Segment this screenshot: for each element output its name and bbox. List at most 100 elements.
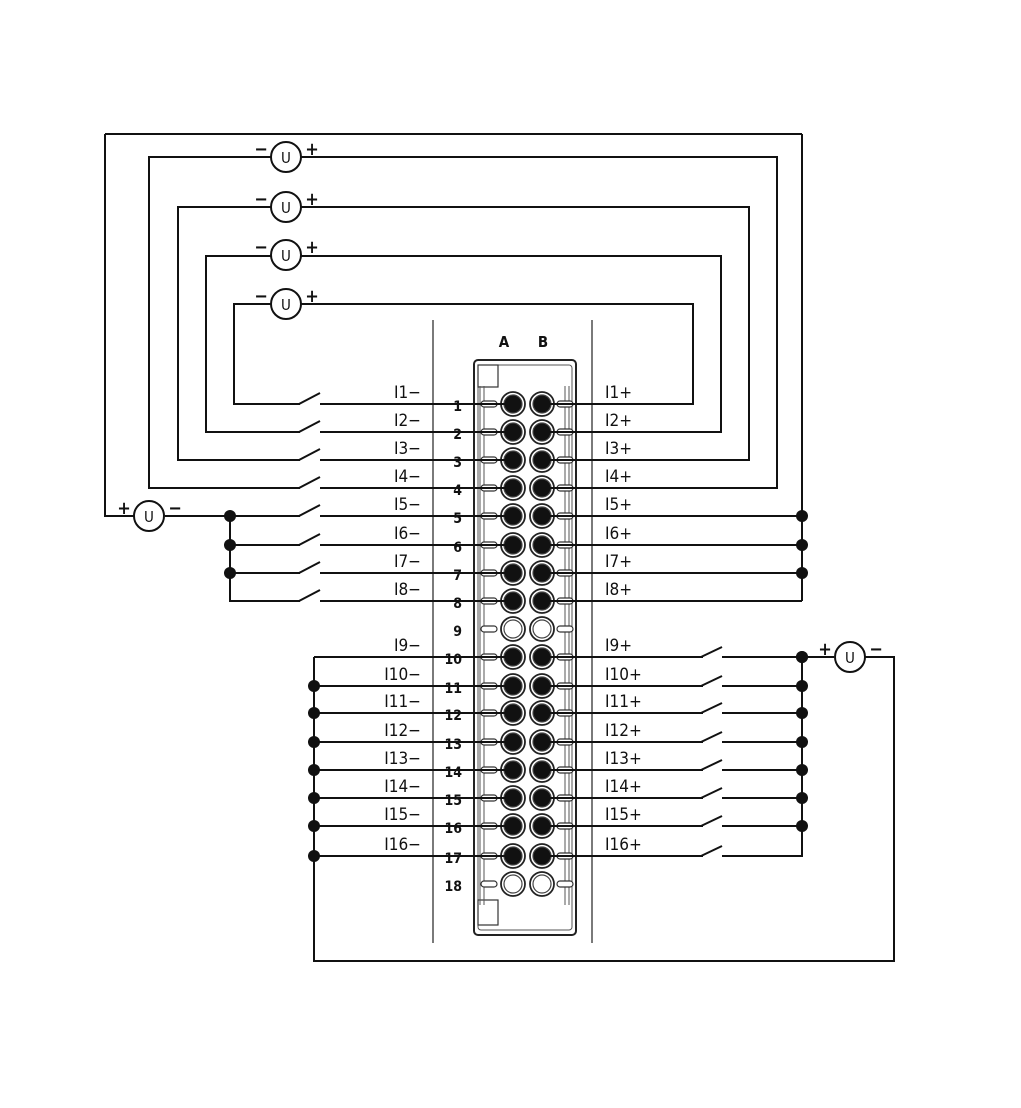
junction-dot bbox=[308, 707, 320, 719]
junction-dot bbox=[308, 792, 320, 804]
pin-tick bbox=[556, 625, 574, 633]
voltage-source: U−+ bbox=[254, 286, 319, 320]
terminal-hole-empty bbox=[503, 619, 523, 639]
channel-wire-plus bbox=[300, 303, 694, 405]
input-minus-label: I16− bbox=[384, 835, 421, 855]
input-plus-label: I10+ bbox=[605, 665, 642, 685]
pin-number: 3 bbox=[453, 455, 462, 471]
pin-number: 9 bbox=[453, 624, 462, 640]
junction-dot bbox=[796, 707, 808, 719]
pin-number: 6 bbox=[453, 540, 462, 556]
input-plus-label: I12+ bbox=[605, 721, 642, 741]
voltage-source: U−+ bbox=[254, 189, 319, 223]
voltage-source-left-sign: + bbox=[117, 498, 131, 519]
pin-number: 4 bbox=[453, 483, 462, 499]
input-minus-label: I8− bbox=[394, 580, 421, 600]
voltage-source-left-sign: − bbox=[254, 286, 268, 307]
input-minus-label: I1− bbox=[394, 383, 421, 403]
input-plus-label: I9+ bbox=[605, 636, 632, 656]
input-plus-label: I15+ bbox=[605, 805, 642, 825]
input-plus-label: I3+ bbox=[605, 439, 632, 459]
junction-dot bbox=[796, 820, 808, 832]
channel-wire-minus bbox=[233, 303, 300, 405]
voltage-source-right-sign: + bbox=[305, 139, 319, 160]
input-minus-label: I2− bbox=[394, 411, 421, 431]
voltage-source-right-sign: + bbox=[305, 237, 319, 258]
junction-dot bbox=[308, 850, 320, 862]
voltage-source: U−+ bbox=[254, 139, 319, 173]
junction-dot bbox=[796, 792, 808, 804]
voltage-source-symbol: U bbox=[845, 649, 855, 667]
input-plus-label: I2+ bbox=[605, 411, 632, 431]
junction-dot bbox=[796, 510, 808, 522]
switch-contact bbox=[700, 702, 723, 714]
input-plus-label: I1+ bbox=[605, 383, 632, 403]
voltage-source-circle bbox=[133, 500, 165, 532]
switch-contact bbox=[298, 589, 321, 602]
pin-number: 5 bbox=[453, 511, 462, 527]
pin-tick bbox=[480, 625, 498, 633]
voltage-source-circle bbox=[270, 191, 302, 223]
input-plus-label: I7+ bbox=[605, 552, 632, 572]
channel-wire-plus bbox=[300, 156, 778, 489]
junction-dot bbox=[224, 510, 236, 522]
common-wire bbox=[104, 134, 134, 517]
column-a-label: A bbox=[499, 333, 510, 351]
switch-contact bbox=[298, 533, 321, 546]
voltage-source-circle bbox=[834, 641, 866, 673]
input-plus-label: I6+ bbox=[605, 524, 632, 544]
channel-wire-plus bbox=[300, 206, 750, 461]
junction-dot bbox=[224, 567, 236, 579]
common-wire bbox=[722, 657, 803, 857]
wiring bbox=[104, 133, 895, 962]
voltage-sources: U−+U−+U−+U−+U+−U+− bbox=[117, 139, 883, 673]
voltage-source: U + − bbox=[818, 639, 883, 673]
switch-contact bbox=[700, 646, 723, 658]
switch-contact bbox=[298, 476, 321, 489]
terminal-hole-empty bbox=[532, 874, 552, 894]
switch-contact bbox=[700, 759, 723, 771]
voltage-source-circle bbox=[270, 288, 302, 320]
input-minus-label: I7− bbox=[394, 552, 421, 572]
junction-dot bbox=[308, 820, 320, 832]
input-minus-label: I12− bbox=[384, 721, 421, 741]
input-plus-label: I14+ bbox=[605, 777, 642, 797]
voltage-source-right-sign: − bbox=[869, 639, 883, 660]
voltage-source-left-sign: − bbox=[254, 139, 268, 160]
pin-number: 13 bbox=[444, 737, 462, 753]
channel-wire-minus bbox=[205, 255, 300, 433]
terminal-hole-empty bbox=[532, 619, 552, 639]
voltage-source: U+− bbox=[117, 498, 182, 532]
pin-number: 11 bbox=[444, 681, 462, 697]
voltage-source-symbol: U bbox=[281, 296, 291, 314]
pin-number: 18 bbox=[444, 879, 462, 895]
switch-contact bbox=[700, 815, 723, 827]
voltage-source-circle bbox=[270, 239, 302, 271]
switch-contact bbox=[298, 392, 321, 405]
channel-wire-minus bbox=[148, 156, 300, 489]
input-minus-label: I3− bbox=[394, 439, 421, 459]
junction-dot bbox=[796, 764, 808, 776]
voltage-source-left-sign: − bbox=[254, 189, 268, 210]
pin-number: 8 bbox=[453, 596, 462, 612]
input-minus-label: I11− bbox=[384, 692, 421, 712]
junction-dot bbox=[796, 736, 808, 748]
junction-dot bbox=[796, 680, 808, 692]
voltage-source-right-sign: + bbox=[305, 189, 319, 210]
voltage-source-left-sign: + bbox=[818, 639, 832, 660]
voltage-source-symbol: U bbox=[281, 247, 291, 265]
pin-number: 16 bbox=[444, 821, 462, 837]
junction-dot bbox=[308, 680, 320, 692]
switch-contact bbox=[700, 845, 723, 857]
input-minus-label: I13− bbox=[384, 749, 421, 769]
input-plus-label: I11+ bbox=[605, 692, 642, 712]
input-minus-label: I6− bbox=[394, 524, 421, 544]
column-b-label: B bbox=[538, 333, 548, 351]
junction-dot bbox=[796, 567, 808, 579]
junction-dot bbox=[308, 736, 320, 748]
terminal-hole-empty bbox=[503, 874, 523, 894]
switch-contact bbox=[700, 675, 723, 687]
pin-number: 1 bbox=[453, 399, 462, 415]
switch-contact bbox=[298, 448, 321, 461]
